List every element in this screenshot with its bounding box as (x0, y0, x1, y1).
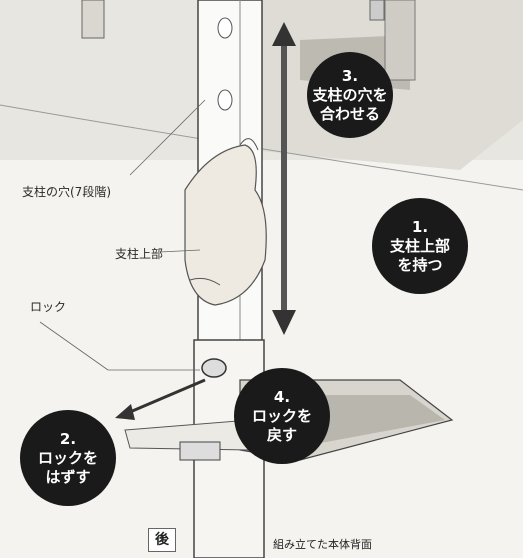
figure-caption: 組み立てた本体背面 (273, 538, 372, 551)
step-1-number: 1. (411, 217, 429, 236)
step-4-number: 4. (273, 387, 291, 406)
step-2-line1: ロックを (37, 448, 98, 467)
step-1-line1: 支柱上部 (389, 236, 450, 255)
step-3-number: 3. (341, 66, 359, 85)
step-3-line1: 支柱の穴を (312, 85, 388, 104)
lock-label: ロック (30, 300, 67, 314)
arrow-left-icon (115, 378, 206, 420)
step-4-line2: 戻す (266, 425, 297, 444)
step-4-line1: ロックを (251, 406, 312, 425)
post-holes-label: 支柱の穴(7段階) (22, 185, 111, 199)
step-4-badge: 4. ロックを 戻す (234, 368, 330, 464)
step-2-number: 2. (59, 429, 77, 448)
rear-badge: 後 (148, 528, 176, 552)
double-arrow-icon (272, 22, 296, 335)
step-2-line2: はずす (45, 467, 91, 486)
step-1-line2: を持つ (397, 255, 443, 274)
step-1-badge: 1. 支柱上部 を持つ (372, 198, 468, 294)
step-3-line2: 合わせる (319, 104, 380, 123)
step-3-badge: 3. 支柱の穴を 合わせる (307, 52, 393, 138)
post-top-label: 支柱上部 (115, 247, 164, 261)
step-2-badge: 2. ロックを はずす (20, 410, 116, 506)
